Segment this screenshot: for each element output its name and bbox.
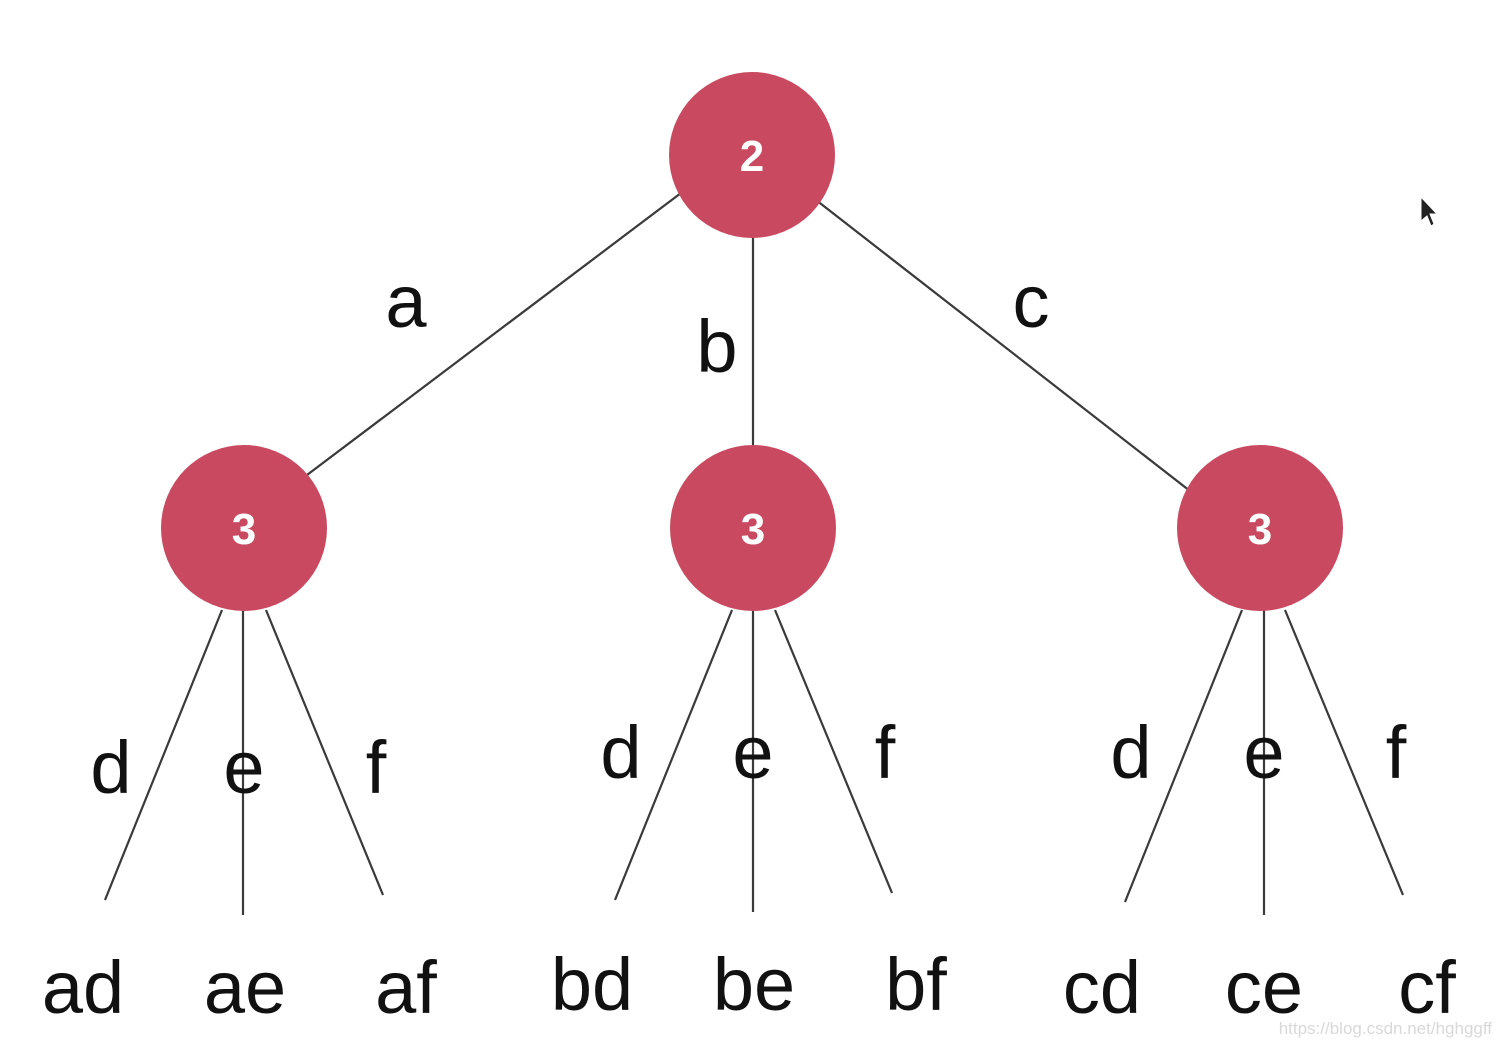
leaf-label-bd: bd <box>551 943 633 1026</box>
edge-label-f: f <box>1386 711 1407 794</box>
edge-label-c: c <box>1013 260 1050 343</box>
leaf-label-be: be <box>713 943 795 1026</box>
child-node-label: 3 <box>232 505 256 554</box>
leaf-label-ce: ce <box>1225 946 1303 1029</box>
child-node-label: 3 <box>1248 505 1272 554</box>
edge-a <box>302 192 682 479</box>
edge-ad <box>103 609 224 901</box>
leaf-edges-a <box>103 609 385 915</box>
leaf-label-af: af <box>375 946 437 1029</box>
edge-label-d: d <box>600 711 641 794</box>
edge-cd <box>1123 609 1244 903</box>
edge-cf <box>1283 609 1405 896</box>
leaf-edges-b <box>613 609 894 912</box>
edge-af <box>264 609 385 896</box>
root-node-circle <box>669 72 835 238</box>
edge-label-e: e <box>1243 711 1284 794</box>
root-node-label: 2 <box>740 132 764 181</box>
edge-label-e: e <box>732 711 773 794</box>
root-node: 2 <box>669 72 835 238</box>
child-node-a: 3 <box>161 445 327 611</box>
edge-label-d: d <box>90 726 131 809</box>
leaf-edges-c <box>1123 609 1405 915</box>
watermark-text: https://blog.csdn.net/hghggff <box>1279 1019 1493 1038</box>
leaf-label-ae: ae <box>204 946 286 1029</box>
leaf-label-bf: bf <box>885 943 947 1026</box>
edge-label-f: f <box>366 726 387 809</box>
leaf-label-ad: ad <box>42 946 124 1029</box>
leaf-label-cf: cf <box>1398 946 1456 1029</box>
child-node-c: 3 <box>1177 445 1343 611</box>
edge-label-d: d <box>1110 711 1151 794</box>
child-node-label: 3 <box>741 505 765 554</box>
edge-bf <box>773 609 894 894</box>
edge-bd <box>613 609 734 901</box>
leaf-label-cd: cd <box>1063 946 1141 1029</box>
edge-c <box>815 199 1191 492</box>
child-node-b: 3 <box>670 445 836 611</box>
mouse-pointer-icon <box>1420 195 1439 227</box>
root-edges <box>302 192 1191 492</box>
child-node-circle <box>161 445 327 611</box>
edge-label-b: b <box>696 305 737 388</box>
child-node-circle <box>1177 445 1343 611</box>
child-node-circle <box>670 445 836 611</box>
edge-label-a: a <box>385 260 427 343</box>
edge-label-f: f <box>875 711 896 794</box>
edge-label-e: e <box>223 726 264 809</box>
